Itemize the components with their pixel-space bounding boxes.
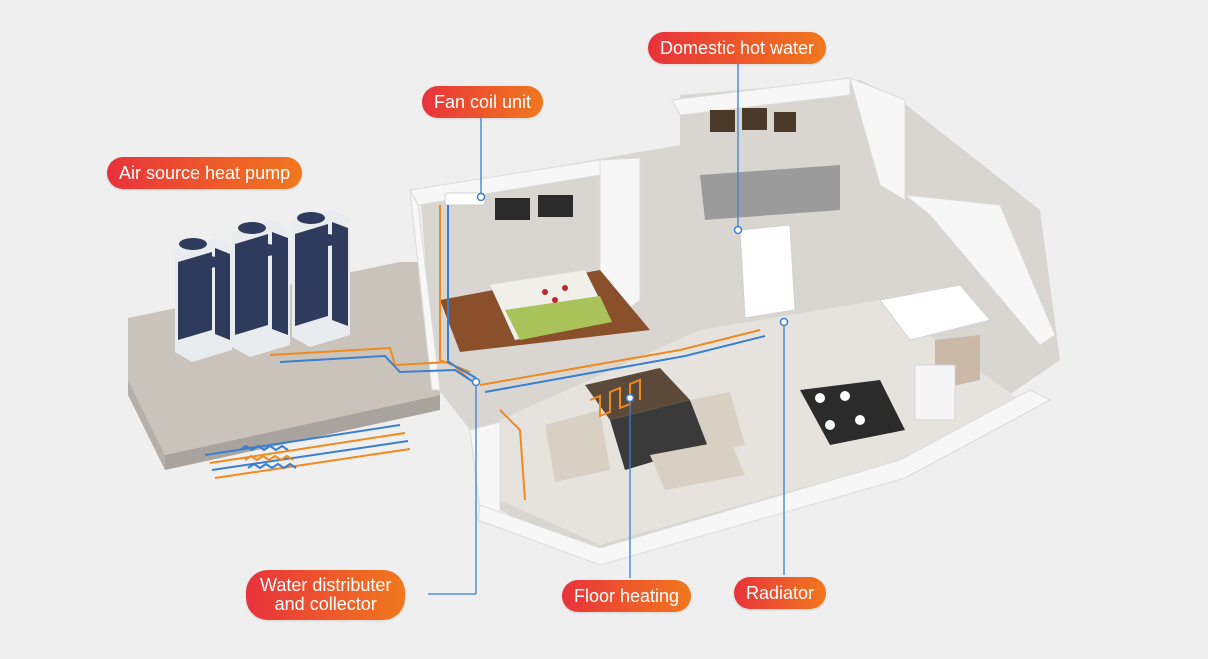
leader-dots: [471, 192, 789, 403]
kitchen: [879, 284, 991, 421]
ground-loop-pipes: [204, 424, 411, 479]
label-fan-coil-unit: Fan coil unit: [422, 86, 544, 118]
dining-area: [800, 380, 905, 445]
label-radiator: Radiator: [734, 577, 827, 609]
heat-pump-unit: [175, 238, 232, 362]
label-floor-heating: Floor heating: [562, 580, 692, 612]
label-domestic-hot-water: Domestic hot water: [648, 32, 827, 64]
label-water-distributer-collector: Water distributer and collector: [246, 570, 406, 620]
bedroom: [440, 192, 650, 352]
living-room: [545, 368, 745, 490]
heat-pump-unit: [232, 220, 290, 357]
hot-water-room: [700, 108, 840, 319]
heat-pump-unit: [292, 210, 350, 347]
heat-pump-units: [175, 210, 350, 362]
leader-lines: [428, 64, 785, 595]
label-air-source-heat-pump: Air source heat pump: [107, 157, 303, 189]
heating-pipes: [269, 205, 766, 501]
